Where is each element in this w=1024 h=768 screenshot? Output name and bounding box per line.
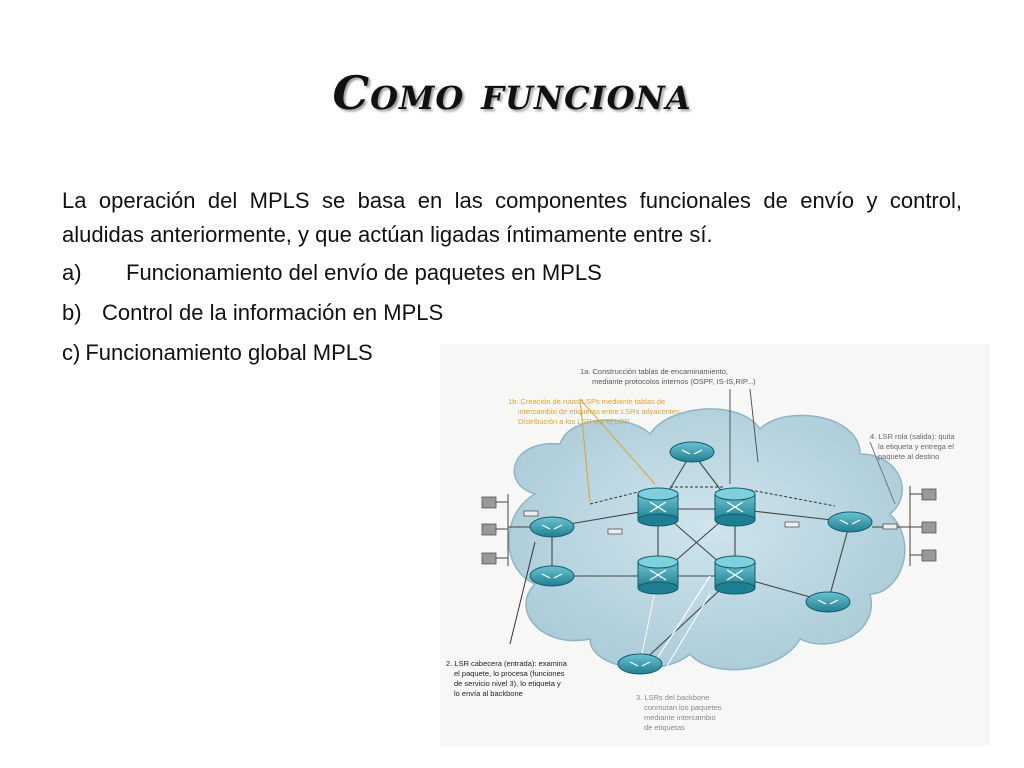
network-cloud bbox=[508, 408, 906, 671]
edge-routers bbox=[529, 441, 873, 675]
router-icon bbox=[529, 516, 575, 538]
list-item-text: Control de la información en MPLS bbox=[102, 300, 444, 325]
list-marker: b) bbox=[62, 300, 82, 325]
router-icon bbox=[617, 653, 663, 675]
list-item-c: c)Funcionamiento global MPLS bbox=[62, 336, 962, 370]
annotation-4: 4. LSR rola (salida): quita la etiqueta … bbox=[870, 432, 957, 461]
mpls-diagram-svg: 1a. Construcción tablas de encaminamient… bbox=[446, 367, 957, 732]
lsr-icon bbox=[637, 487, 679, 527]
router-icon bbox=[827, 511, 873, 533]
router-icon bbox=[529, 565, 575, 587]
list-marker: c) bbox=[62, 340, 81, 365]
list-marker: a) bbox=[62, 260, 82, 285]
host-group-right bbox=[872, 486, 937, 566]
list-item-a: a) Funcionamiento del envío de paquetes e… bbox=[62, 256, 962, 290]
annotation-2: 2. LSR cabecera (entrada): examina el pa… bbox=[446, 659, 569, 698]
list-item-b: b) Control de la información en MPLS bbox=[62, 296, 962, 330]
mpls-network-diagram: 1a. Construcción tablas de encaminamient… bbox=[440, 344, 990, 746]
annotation-1a: 1a. Construcción tablas de encaminamient… bbox=[580, 367, 756, 386]
host-group-left bbox=[481, 494, 532, 566]
annotation-1b: 1b. Creación de rutas LSPs mediante tabl… bbox=[508, 397, 684, 426]
router-icon bbox=[669, 441, 715, 463]
list-item-text: Funcionamiento del envío de paquetes en … bbox=[126, 260, 602, 285]
lsr-icon bbox=[714, 555, 756, 595]
list-item-text: Funcionamiento global MPLS bbox=[85, 340, 373, 365]
slide-body: La operación del MPLS se basa en las com… bbox=[62, 184, 962, 376]
annotation-3: 3. LSRs del backbone conmutan los paquet… bbox=[636, 693, 724, 732]
core-lsrs bbox=[637, 487, 756, 595]
slide-title: Como funciona bbox=[332, 66, 692, 120]
annotation-lines bbox=[509, 388, 896, 687]
router-icon bbox=[805, 591, 851, 613]
intro-paragraph: La operación del MPLS se basa en las com… bbox=[62, 188, 962, 247]
packet-icons bbox=[523, 510, 898, 535]
